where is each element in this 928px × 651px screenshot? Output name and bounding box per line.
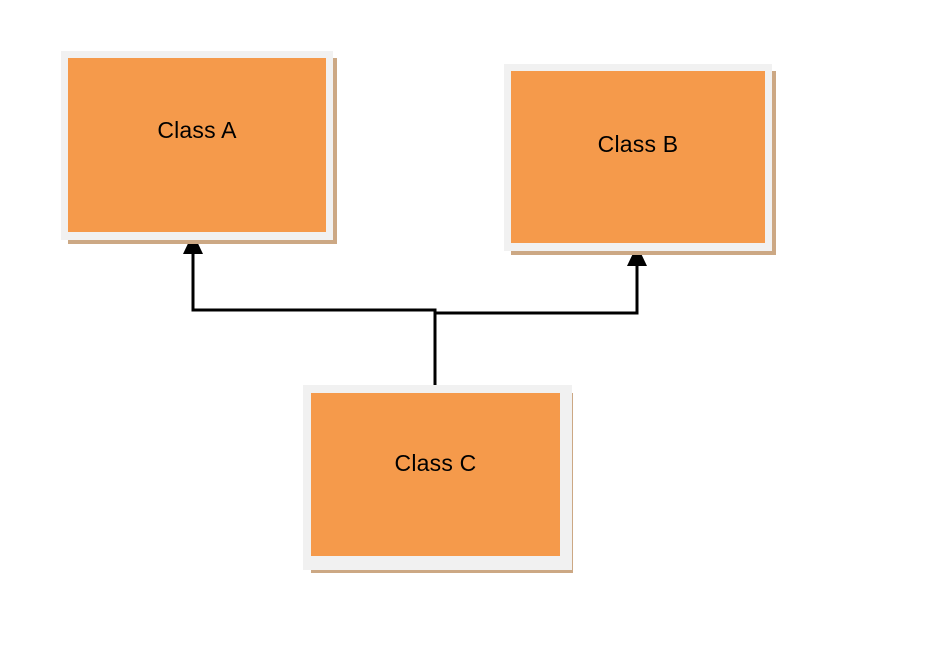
- class-name-label: Class C: [394, 450, 477, 476]
- class-name-label: Class A: [157, 117, 237, 143]
- node-fill: Class C: [311, 393, 560, 556]
- node-fill: Class A: [68, 58, 326, 232]
- class-name-label: Class B: [597, 131, 679, 157]
- node-fill: Class B: [511, 71, 765, 243]
